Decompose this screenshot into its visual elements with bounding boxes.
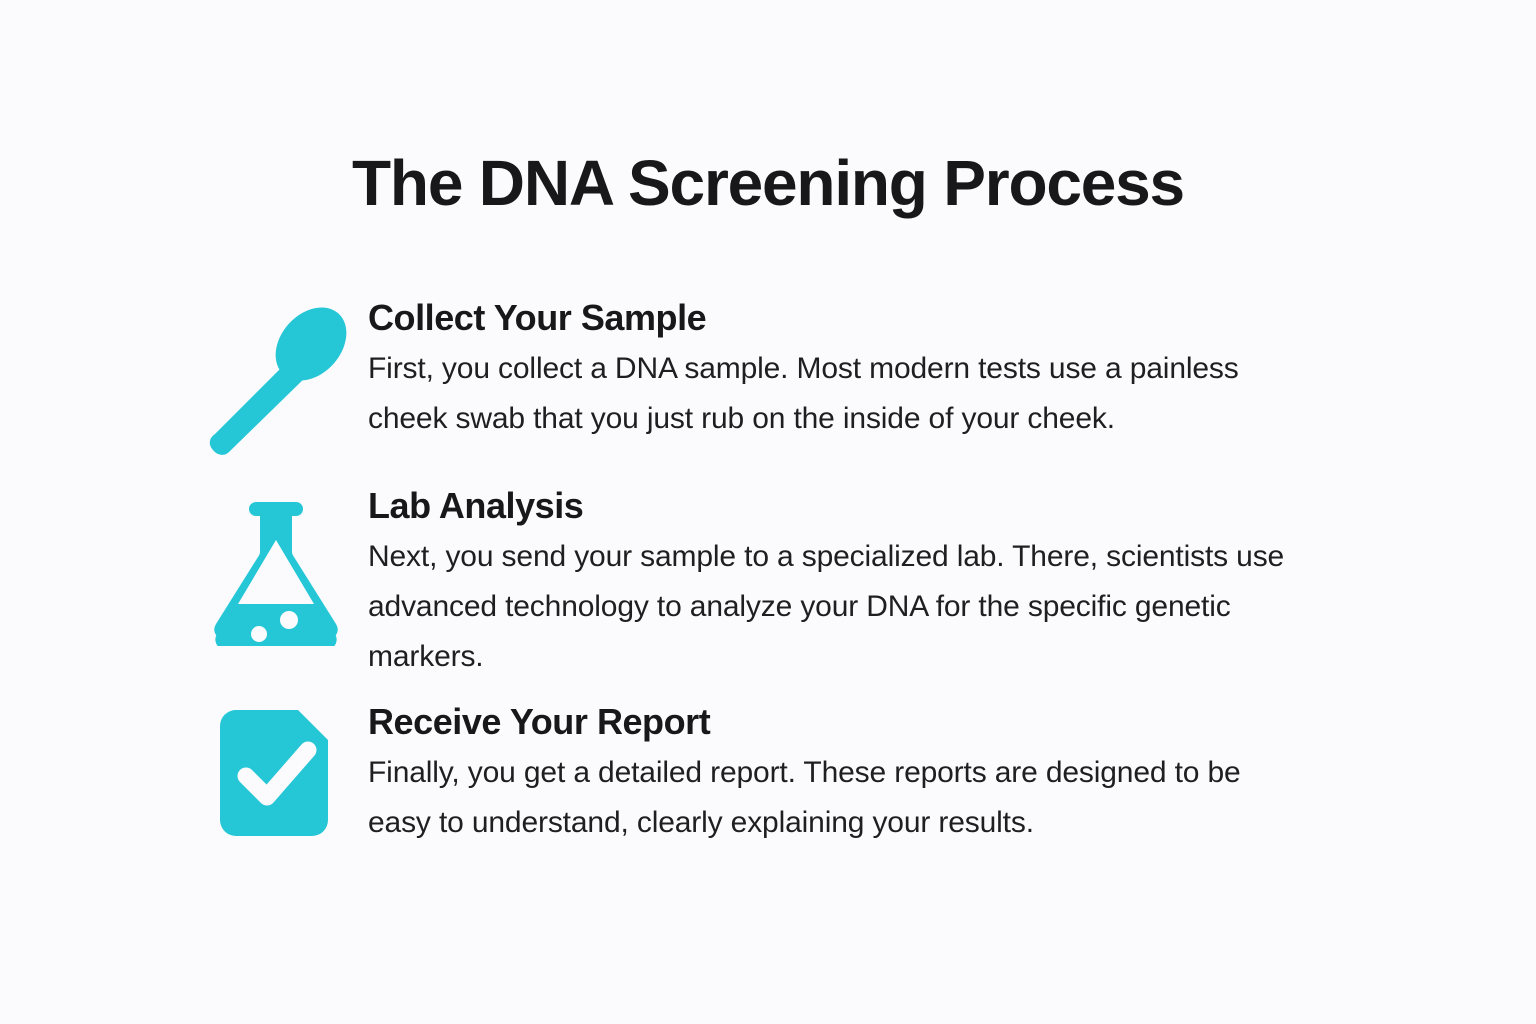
- step-text: Collect Your Sample First, you collect a…: [356, 296, 1298, 444]
- lab-flask-icon: [196, 484, 356, 646]
- steps-list: Collect Your Sample First, you collect a…: [196, 296, 1356, 848]
- document-check-icon: [196, 700, 356, 836]
- cotton-swab-icon: [196, 296, 356, 466]
- step-item: Lab Analysis Next, you send your sample …: [196, 484, 1356, 682]
- step-description: First, you collect a DNA sample. Most mo…: [368, 352, 1239, 435]
- step-title: Lab Analysis: [368, 485, 584, 526]
- step-title: Receive Your Report: [368, 701, 711, 742]
- step-title: Collect Your Sample: [368, 297, 707, 338]
- page-title: The DNA Screening Process: [352, 146, 1185, 219]
- step-item: Collect Your Sample First, you collect a…: [196, 296, 1356, 466]
- step-text: Receive Your Report Finally, you get a d…: [356, 700, 1298, 848]
- step-description: Finally, you get a detailed report. Thes…: [368, 756, 1241, 839]
- step-item: Receive Your Report Finally, you get a d…: [196, 700, 1356, 848]
- step-description: Next, you send your sample to a speciali…: [368, 540, 1285, 673]
- step-text: Lab Analysis Next, you send your sample …: [356, 484, 1298, 682]
